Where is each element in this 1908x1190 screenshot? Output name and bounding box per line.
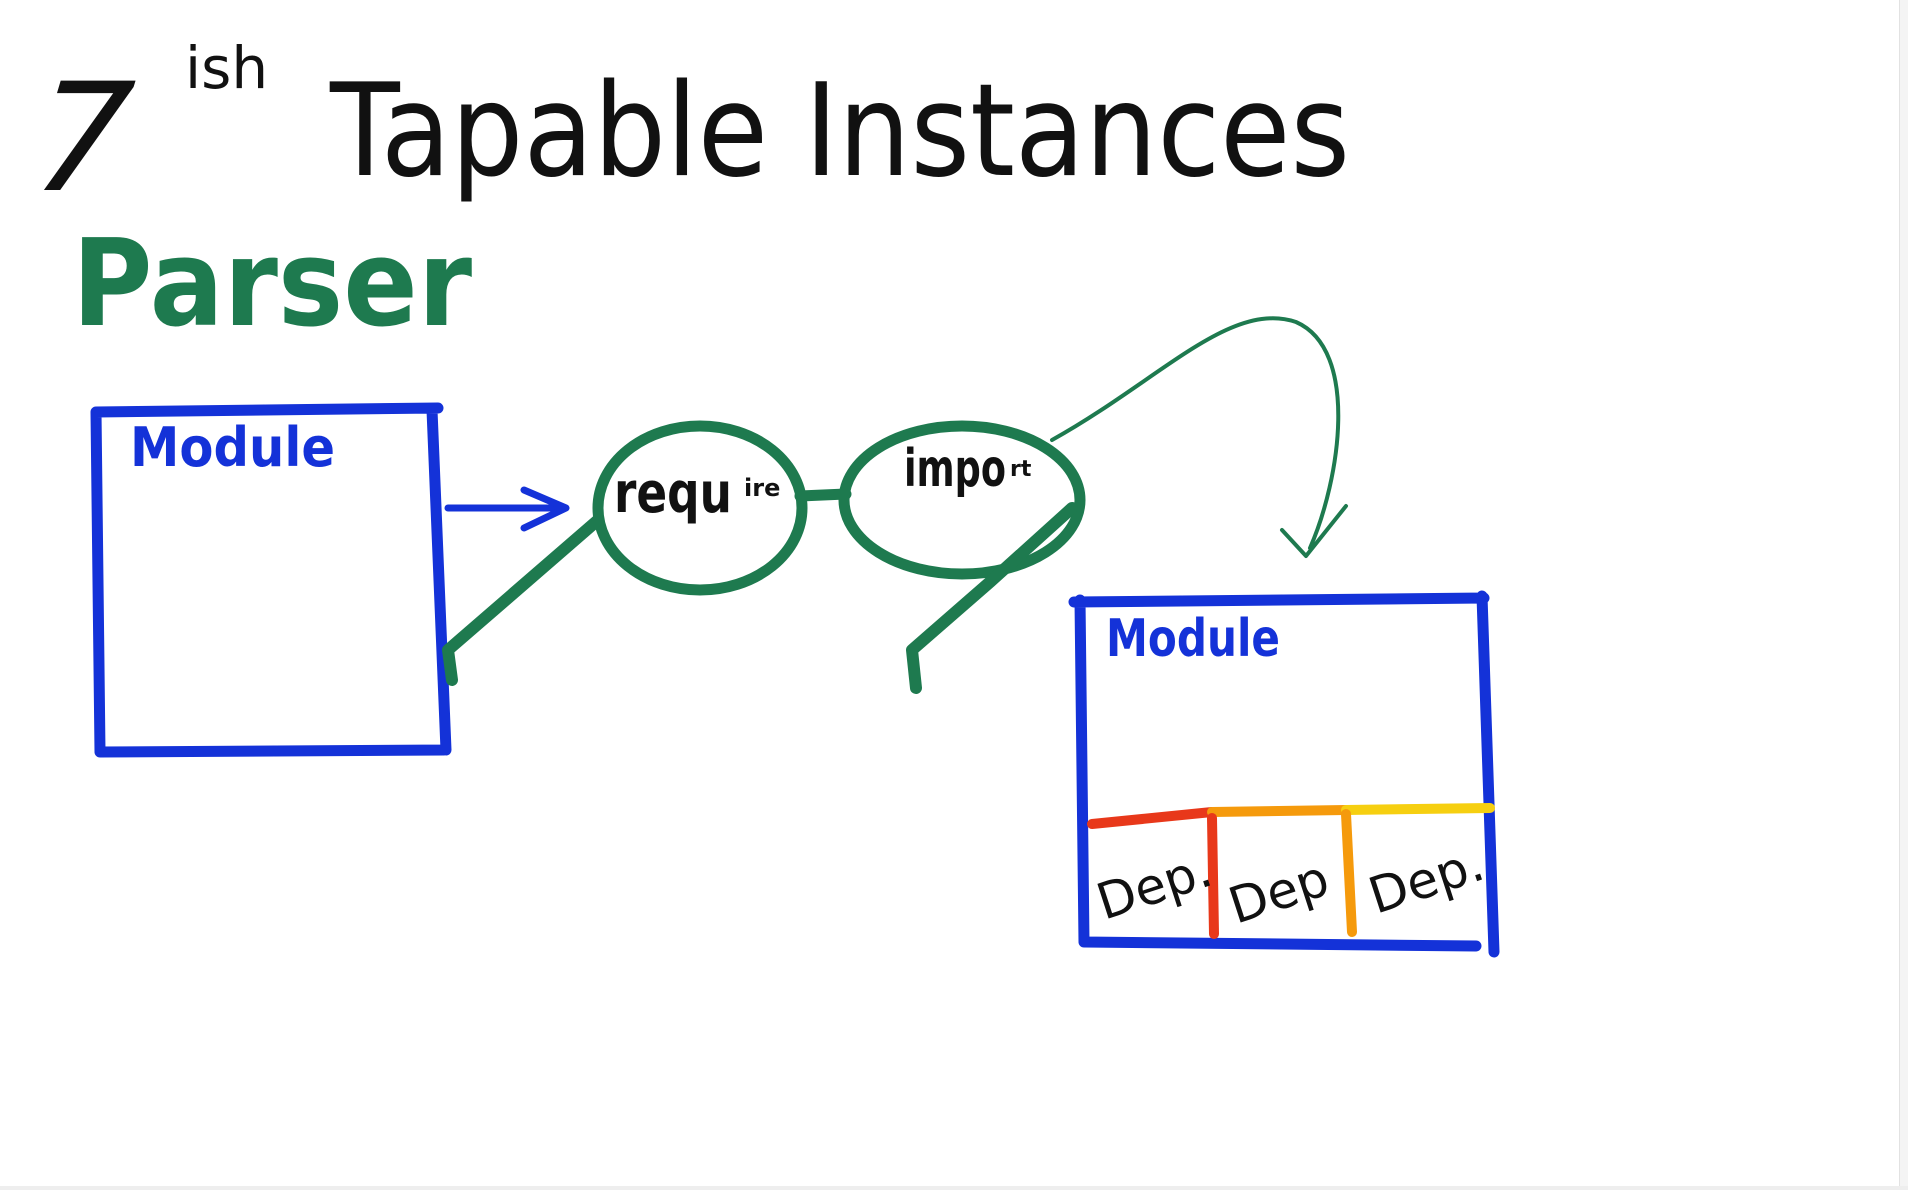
dep-label-1: Dep. <box>1090 840 1219 931</box>
glasses-right-arm <box>906 502 1078 694</box>
left-lens <box>592 420 808 596</box>
left-lens-tail: ire <box>744 474 780 502</box>
module-left-label: Module <box>130 416 335 479</box>
dep-label-3: Dep. <box>1362 834 1491 925</box>
title-text: Tapable Instances <box>329 57 1350 206</box>
left-lens-label: requ <box>614 461 732 526</box>
dep-top-yellow <box>1341 803 1495 815</box>
dep-top-red <box>1087 807 1217 829</box>
module-right-box <box>1068 590 1500 958</box>
title-number: 7 <box>26 51 140 226</box>
module-left: Module <box>90 402 452 758</box>
right-lens <box>838 420 1086 580</box>
dep-top-orange <box>1207 805 1351 817</box>
module-right: Module Dep. Dep Dep. <box>1068 590 1500 958</box>
dep-divider-orange <box>1341 809 1357 937</box>
glasses-left-arm <box>442 514 604 686</box>
title-superscript: ish <box>185 34 268 102</box>
arrow-parser-to-module <box>1050 316 1348 558</box>
right-lens-label: impo <box>904 439 1006 499</box>
dep-divider-red <box>1207 813 1219 939</box>
arrow-module-to-parser <box>444 486 570 532</box>
bottom-edge <box>0 1186 1908 1190</box>
right-lens-tail: rt <box>1010 457 1032 482</box>
module-right-label: Module <box>1106 609 1280 669</box>
dep-label-2: Dep <box>1222 849 1336 935</box>
glasses-bridge <box>794 488 852 502</box>
module-left-box <box>90 402 452 758</box>
vertical-scrollbar[interactable] <box>1899 0 1908 1190</box>
glasses-parser: requ ire impo rt <box>442 420 1086 694</box>
subtitle-parser: Parser <box>72 215 472 354</box>
